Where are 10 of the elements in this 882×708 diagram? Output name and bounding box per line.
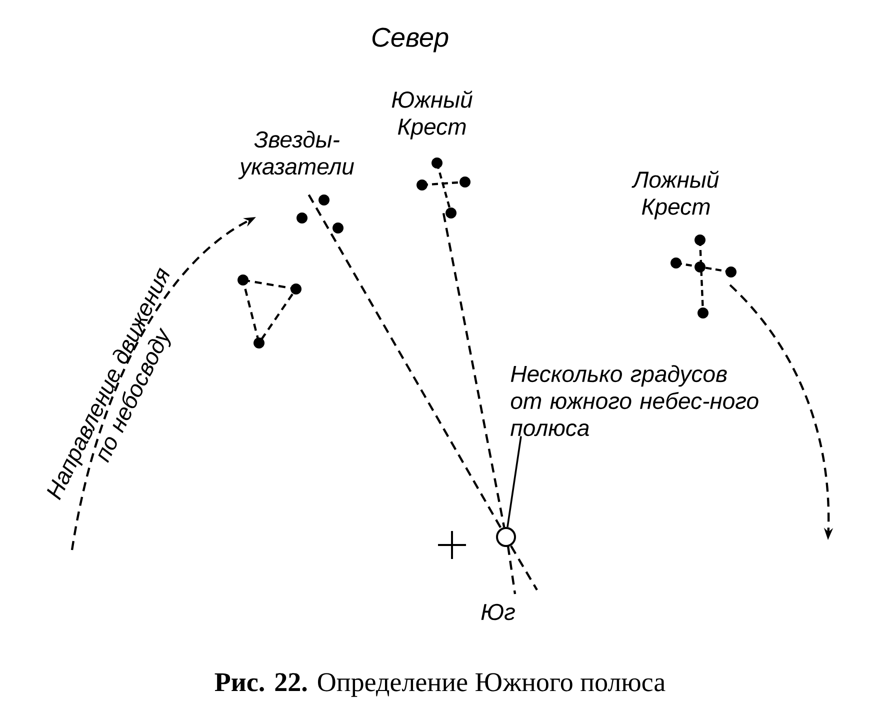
sight-line [442,212,506,528]
sight-line [308,194,502,529]
star-label: Ложный Крест [632,170,719,220]
figure-caption: Рис. 22. Определение Южного полюса [214,673,666,697]
direction-label: Север [372,28,448,52]
leader-line [506,436,522,528]
note-text: Несколько градусов от южного небес-ного полюса [510,365,758,436]
star-label: Южный Крест [392,90,472,140]
star-label: Юг [481,604,515,620]
star-label: Звезды-указатели [238,130,354,180]
